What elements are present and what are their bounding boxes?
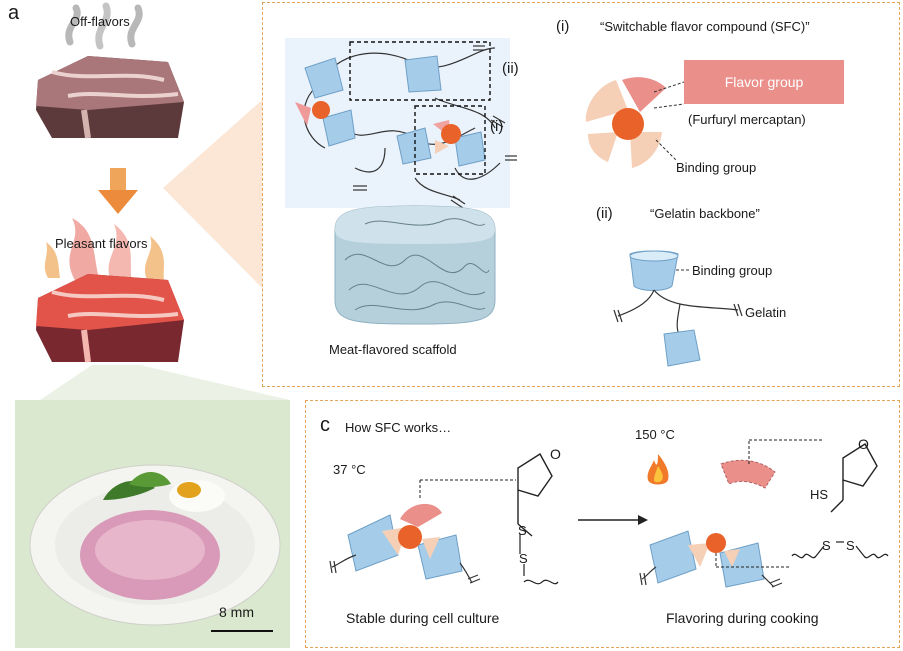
stable-caption: Stable during cell culture: [346, 610, 500, 626]
scaffold-cube-icon: [334, 205, 496, 325]
zoom-label-ii: (ii): [502, 60, 519, 77]
s-atom-top: S: [518, 523, 527, 538]
temp-high: 150 °C: [635, 427, 675, 442]
gelatin-binding-group-label: Binding group: [692, 263, 773, 278]
sfc-released-complex-icon: [639, 530, 790, 588]
fire-icon: [647, 454, 669, 485]
panel-label-c: c: [320, 414, 330, 436]
zoom-label-i: (i): [490, 118, 504, 135]
pleasant-flavors-label: Pleasant flavors: [55, 236, 148, 251]
flavor-group-box: Flavor group: [684, 60, 844, 104]
s-atom-bottom: S: [519, 551, 528, 566]
gelatin-label: Gelatin: [745, 305, 787, 320]
released-flavor-icon: [720, 439, 878, 513]
temp-low: 37 °C: [333, 462, 366, 477]
disulfide-residue-icon: [791, 541, 889, 559]
panel-label-a: a: [8, 2, 20, 24]
scale-bar: [211, 630, 273, 632]
hs-label: HS: [810, 487, 829, 502]
sfc-network-diagram: [285, 38, 517, 209]
sfc-marker: (i): [556, 18, 570, 35]
ss-right-atom: S: [846, 538, 855, 553]
furan-disulfide-icon: [419, 453, 559, 585]
sfc-binding-group-label: Binding group: [676, 160, 757, 175]
panel-c-box: [305, 400, 900, 648]
ring-atom-right: O: [858, 436, 869, 452]
pleasant-steak-icon: [36, 218, 184, 363]
plate-photo-icon: [29, 464, 281, 626]
scale-bar-label: 8 mm: [219, 604, 254, 620]
panel-a-detail-box: [262, 2, 900, 387]
scaffold-photo: [15, 400, 290, 648]
sfc-bound-complex-icon: [329, 503, 481, 584]
flavoring-caption: Flavoring during cooking: [666, 610, 819, 626]
gelatin-marker: (ii): [596, 205, 613, 222]
off-flavor-steak-icon: [36, 2, 184, 139]
off-flavors-label: Off-flavors: [70, 14, 130, 29]
sfc-title: “Switchable flavor compound (SFC)”: [600, 19, 810, 34]
sfc-molecule-icon: [585, 77, 666, 168]
reaction-arrow-icon: [578, 515, 648, 525]
furfuryl-label: (Furfuryl mercaptan): [688, 112, 806, 127]
panel-c-title: How SFC works…: [345, 420, 452, 435]
arrow-down-icon: [98, 168, 138, 214]
gelatin-backbone-icon: [613, 250, 743, 367]
gelatin-title: “Gelatin backbone”: [650, 206, 760, 221]
ring-atom-left: O: [550, 446, 561, 462]
ss-left-atom: S: [822, 538, 831, 553]
scaffold-caption: Meat-flavored scaffold: [329, 342, 457, 357]
